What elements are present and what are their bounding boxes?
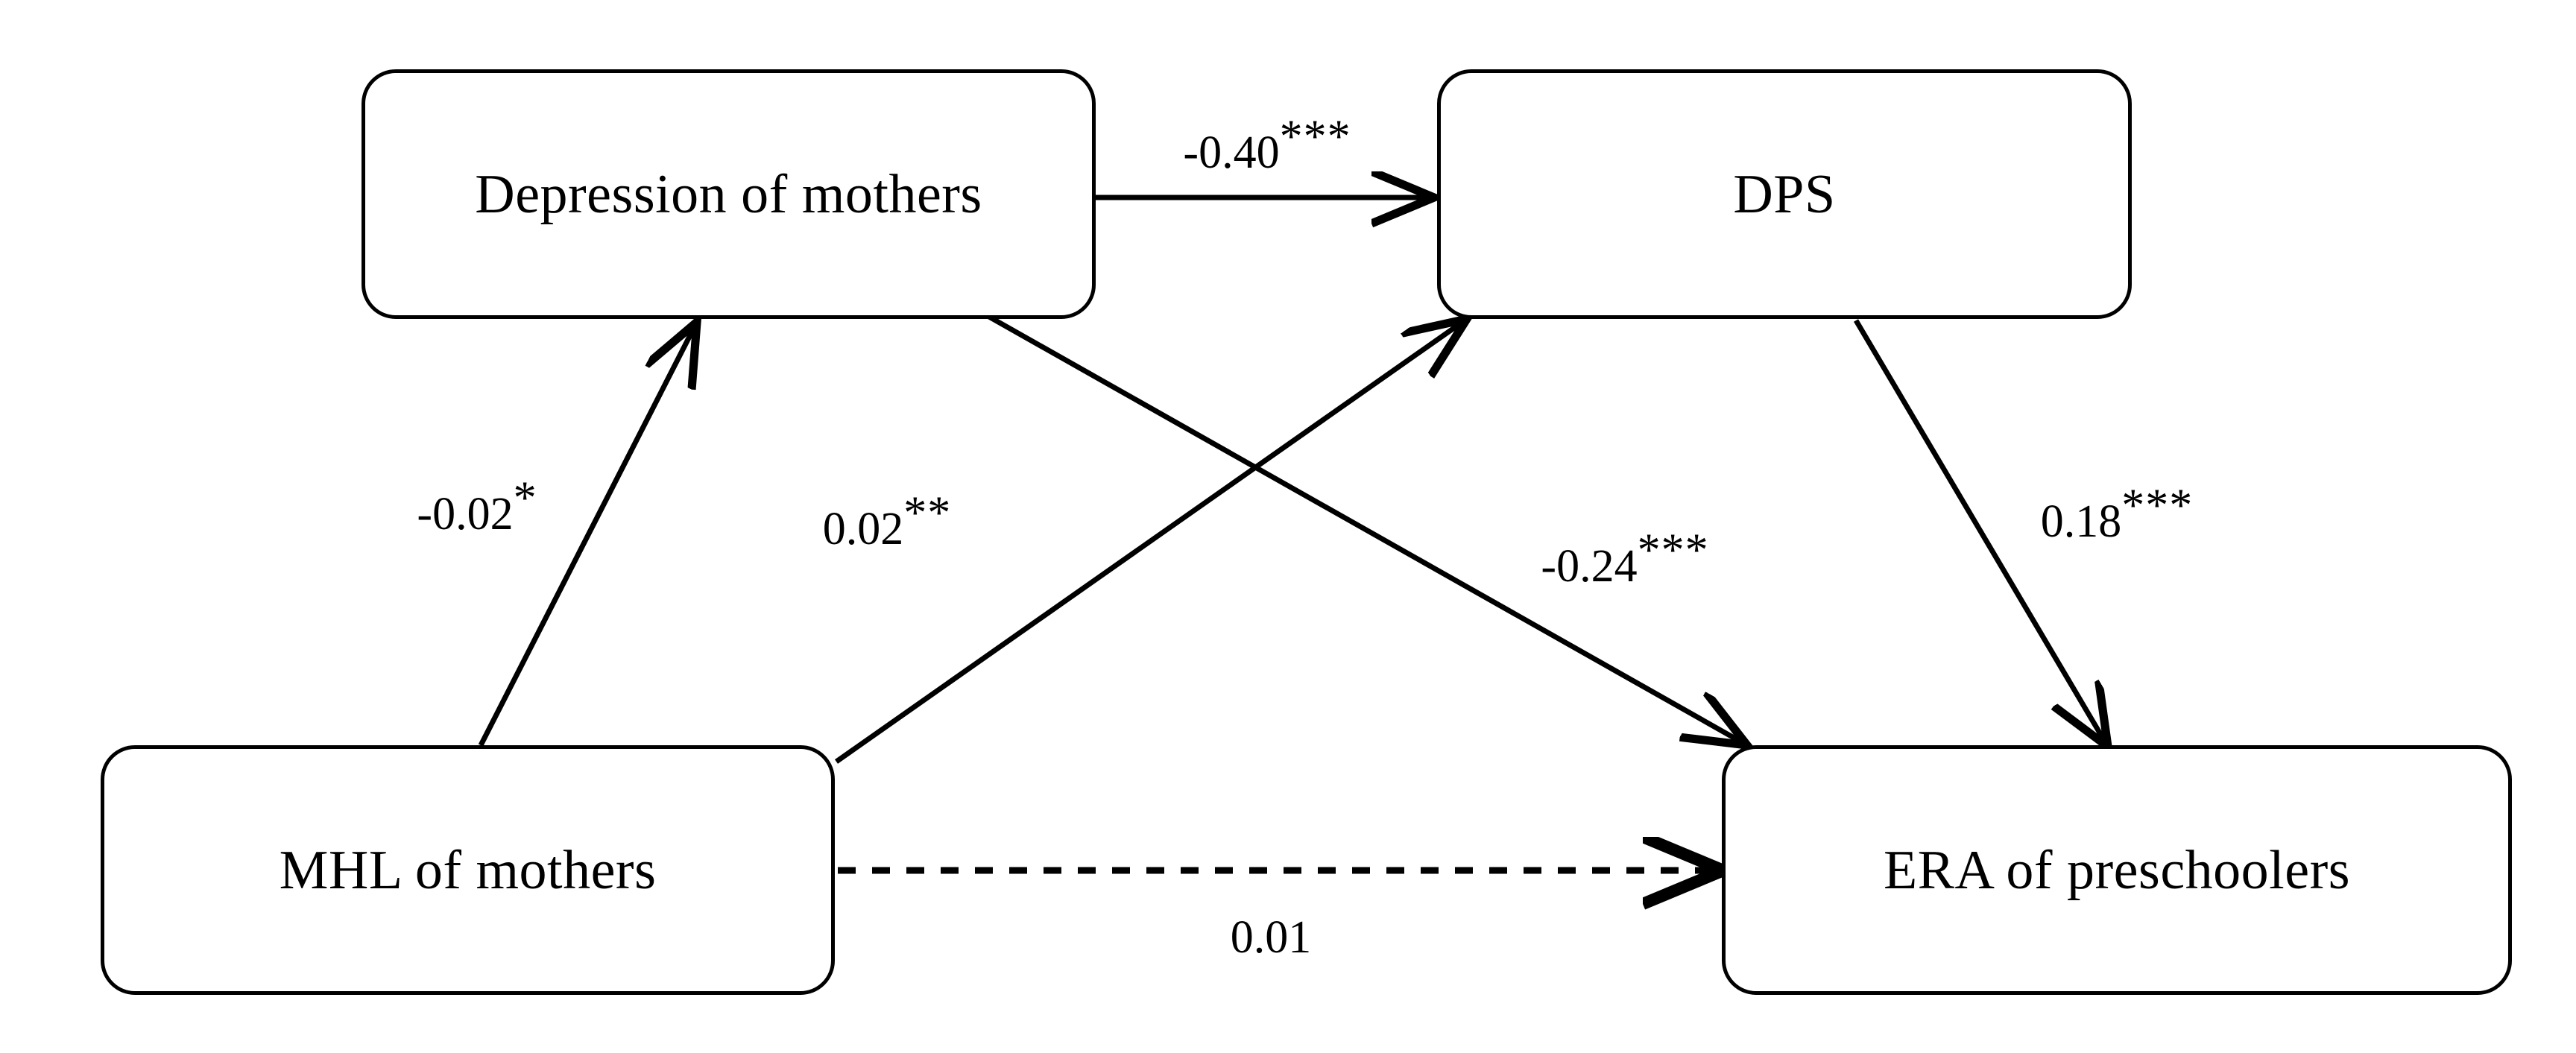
significance-stars: *	[513, 472, 537, 524]
node-label-depression: Depression of mothers	[475, 163, 982, 225]
node-label-era: ERA of preschoolers	[1883, 839, 2351, 901]
node-era-of-preschoolers[interactable]: ERA of preschoolers	[1722, 745, 2512, 995]
edge-mhl-to-depression	[478, 322, 697, 747]
node-label-mhl: MHL of mothers	[279, 839, 657, 901]
coefficient-value: 0.18	[2040, 496, 2122, 547]
edge-mhl-to-dps	[834, 319, 1467, 764]
edge-label-mhl-to-era: 0.01	[1231, 914, 1312, 961]
edge-label-mhl-to-dps: 0.02**	[822, 490, 952, 554]
node-mhl-of-mothers[interactable]: MHL of mothers	[101, 745, 835, 995]
coefficient-value: 0.01	[1230, 912, 1312, 963]
node-dps[interactable]: DPS	[1437, 69, 2132, 319]
coefficient-value: 0.02	[822, 504, 904, 554]
edge-label-dps-to-era: 0.18***	[2040, 482, 2194, 547]
coefficient-value: -0.40	[1183, 127, 1280, 178]
node-label-dps: DPS	[1733, 163, 1836, 225]
edge-depression-to-era	[981, 310, 1747, 745]
significance-stars: **	[903, 487, 952, 539]
significance-stars: ***	[1279, 111, 1351, 162]
edge-label-mhl-to-depression: -0.02*	[417, 475, 537, 540]
significance-stars: ***	[2121, 480, 2194, 531]
edge-dps-to-era	[1853, 319, 2108, 747]
node-depression-of-mothers[interactable]: Depression of mothers	[362, 69, 1096, 319]
edge-label-depression-to-dps: -0.40***	[1183, 113, 1351, 178]
significance-stars: ***	[1637, 525, 1709, 576]
edge-label-depression-to-era: -0.24***	[1541, 527, 1708, 592]
coefficient-value: -0.24	[1541, 541, 1638, 592]
coefficient-value: -0.02	[417, 489, 514, 540]
